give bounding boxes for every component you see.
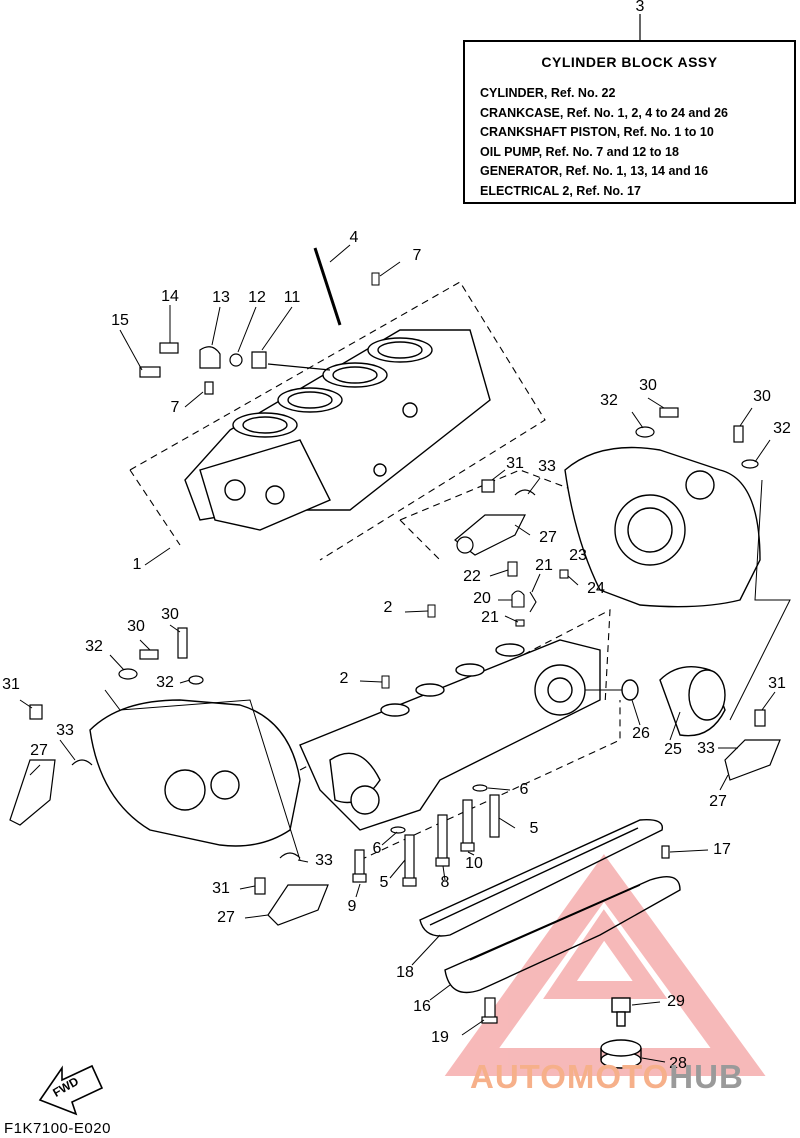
bolts — [352, 784, 500, 887]
reference-line: CYLINDER, Ref. No. 22 — [480, 86, 616, 100]
callout-label: 1 — [132, 556, 142, 573]
callout-label: 20 — [473, 590, 491, 607]
callout-label: 32 — [85, 638, 103, 655]
diagram-code: F1K7100-E020 — [4, 1120, 111, 1137]
reference-title: CYLINDER BLOCK ASSY — [541, 54, 718, 70]
callout-label: 32 — [600, 392, 618, 409]
reference-line: CRANKCASE, Ref. No. 1, 2, 4 to 24 and 26 — [480, 105, 728, 120]
callout-label: 23 — [569, 547, 587, 564]
callout-label: 7 — [412, 247, 422, 264]
small-parts-cluster — [139, 342, 331, 395]
callout-label: 27 — [709, 793, 727, 810]
callout-label: 2 — [383, 599, 393, 616]
callout-label: 30 — [753, 388, 771, 405]
watermark-part1: AUTOMOTO — [470, 1058, 670, 1095]
callout-label: 8 — [440, 874, 450, 891]
callout-label: 2 — [339, 670, 349, 687]
lower-crankcase — [299, 639, 601, 831]
callout-label: 6 — [519, 781, 529, 798]
callout-label: 28 — [669, 1055, 687, 1072]
cylinder-block — [184, 329, 491, 531]
callout-label: 21 — [481, 609, 499, 626]
gasket-and-oil-pan — [419, 819, 681, 994]
callout-label: 31 — [506, 455, 524, 472]
oil-filter — [621, 666, 726, 737]
watermark-part2: HUB — [669, 1058, 744, 1095]
callout-label: 30 — [161, 606, 179, 623]
reference-lines: CYLINDER, Ref. No. 22 CRANKCASE, Ref. No… — [480, 84, 728, 201]
callout-label: 30 — [127, 618, 145, 635]
callout-label: 32 — [773, 420, 791, 437]
callout-label: 31 — [212, 880, 230, 897]
callout-label: 9 — [347, 898, 357, 915]
callout-label: 7 — [170, 399, 180, 416]
callout-label: 31 — [768, 675, 786, 692]
clutch-cover — [89, 699, 301, 847]
watermark-text: AUTOMOTOHUB — [470, 1058, 744, 1096]
callout-label: 6 — [372, 840, 382, 857]
callout-label: 30 — [639, 377, 657, 394]
callout-label: 12 — [248, 289, 266, 306]
fwd-arrow-icon — [38, 1064, 104, 1116]
callout-label: 27 — [217, 909, 235, 926]
reference-line: OIL PUMP, Ref. No. 7 and 12 to 18 — [480, 144, 679, 159]
callout-label: 19 — [431, 1029, 449, 1046]
callout-label: 13 — [212, 289, 230, 306]
callout-label: 33 — [315, 852, 333, 869]
callout-label: 16 — [413, 998, 431, 1015]
callout-label: 22 — [463, 568, 481, 585]
reference-line: ELECTRICAL 2, Ref. No. 17 — [480, 183, 641, 198]
callout-label: 24 — [587, 580, 605, 597]
callout-label: 5 — [379, 874, 389, 891]
callout-label: 18 — [396, 964, 414, 981]
callout-label: 17 — [713, 841, 731, 858]
callout-label: 33 — [538, 458, 556, 475]
callout-label: 21 — [535, 557, 553, 574]
watermark-logo — [444, 854, 766, 1076]
callout-label: 4 — [349, 229, 359, 246]
callout-3: 3 — [635, 0, 645, 15]
callout-label: 33 — [56, 722, 74, 739]
callout-label: 5 — [529, 820, 539, 837]
reference-line: GENERATOR, Ref. No. 1, 13, 14 and 16 — [480, 164, 709, 178]
callout-label: 33 — [697, 740, 715, 757]
callout-label: 10 — [465, 855, 483, 872]
callout-label: 14 — [161, 288, 179, 305]
callout-label: 29 — [667, 993, 685, 1010]
callout-label: 15 — [111, 312, 129, 329]
reference-line: CRANKSHAFT PISTON, Ref. No. 1 to 10 — [480, 125, 714, 139]
callout-label: 26 — [632, 725, 650, 742]
callout-label: 25 — [664, 741, 682, 758]
callout-label: 11 — [283, 289, 301, 306]
reference-box: CYLINDER BLOCK ASSY CYLINDER, Ref. No. 2… — [463, 40, 796, 204]
callout-label: 32 — [156, 674, 174, 691]
generator-cover — [564, 446, 761, 608]
callout-label: 31 — [2, 676, 20, 693]
callout-label: 27 — [539, 529, 557, 546]
callout-label: 27 — [30, 742, 48, 759]
